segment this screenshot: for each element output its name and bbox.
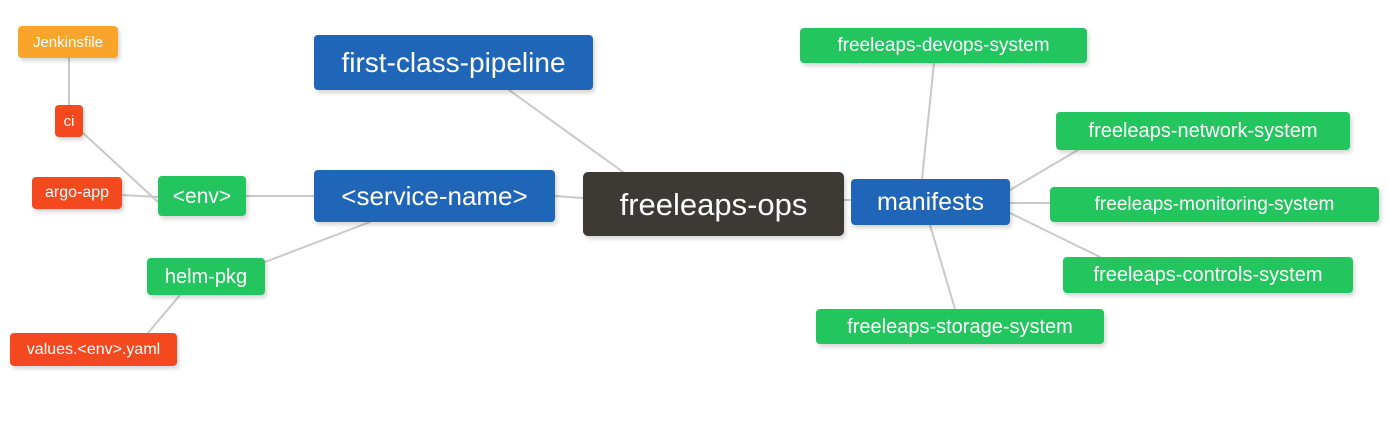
edge-argoapp-env bbox=[121, 194, 159, 198]
edge-manifests-storage bbox=[929, 224, 956, 310]
mindmap-node-manifests[interactable]: manifests bbox=[851, 179, 1010, 225]
mindmap-node-freeleaps-monitoring-system[interactable]: freeleaps-monitoring-system bbox=[1050, 187, 1379, 222]
edge-helmpkg-servicename bbox=[264, 221, 371, 263]
mindmap-node-label: helm-pkg bbox=[164, 265, 248, 288]
mindmap-node-jenkinsfile[interactable]: Jenkinsfile bbox=[18, 26, 118, 58]
mindmap-node-freeleaps-controls-system[interactable]: freeleaps-controls-system bbox=[1063, 257, 1353, 293]
mindmap-node-freeleaps-ops[interactable]: freeleaps-ops bbox=[583, 172, 844, 236]
edge-manifests-devops bbox=[921, 62, 935, 180]
edge-servicename-root bbox=[554, 195, 584, 199]
mindmap-node-label: argo-app bbox=[44, 184, 110, 201]
mindmap-node-values-env-yaml[interactable]: values.<env>.yaml bbox=[10, 333, 177, 366]
mindmap-node-label: <service-name> bbox=[341, 181, 528, 211]
mindmap-node-label: manifests bbox=[877, 187, 984, 216]
mindmap-node-env[interactable]: <env> bbox=[158, 176, 246, 216]
mindmap-node-freeleaps-storage-system[interactable]: freeleaps-storage-system bbox=[816, 309, 1104, 344]
mindmap-node-freeleaps-network-system[interactable]: freeleaps-network-system bbox=[1056, 112, 1350, 150]
mindmap-node-ci[interactable]: ci bbox=[55, 105, 83, 137]
mindmap-node-label: freeleaps-network-system bbox=[1088, 120, 1318, 142]
mindmap-node-label: ci bbox=[63, 112, 75, 130]
mindmap-node-label: values.<env>.yaml bbox=[26, 340, 161, 358]
mindmap-node-helm-pkg[interactable]: helm-pkg bbox=[147, 258, 265, 295]
mindmap-node-label: <env> bbox=[172, 184, 232, 208]
mindmap-node-label: first-class-pipeline bbox=[341, 46, 566, 78]
mindmap-node-label: Jenkinsfile bbox=[32, 33, 104, 51]
edge-values-helmpkg bbox=[147, 294, 181, 334]
mindmap-node-label: freeleaps-ops bbox=[619, 186, 808, 222]
mindmap-node-freeleaps-devops-system[interactable]: freeleaps-devops-system bbox=[800, 28, 1087, 63]
mindmap-node-label: freeleaps-monitoring-system bbox=[1094, 194, 1335, 215]
mindmap-node-label: freeleaps-devops-system bbox=[837, 35, 1050, 56]
mindmap-node-label: freeleaps-controls-system bbox=[1093, 264, 1323, 286]
edge-manifests-network bbox=[1009, 149, 1079, 191]
mindmap-node-first-class-pipeline[interactable]: first-class-pipeline bbox=[314, 35, 593, 90]
mindmap-node-argo-app[interactable]: argo-app bbox=[32, 177, 122, 209]
mindmap-node-service-name[interactable]: <service-name> bbox=[314, 170, 555, 222]
mindmap-node-label: freeleaps-storage-system bbox=[847, 315, 1073, 338]
edge-pipeline-root bbox=[508, 89, 624, 173]
